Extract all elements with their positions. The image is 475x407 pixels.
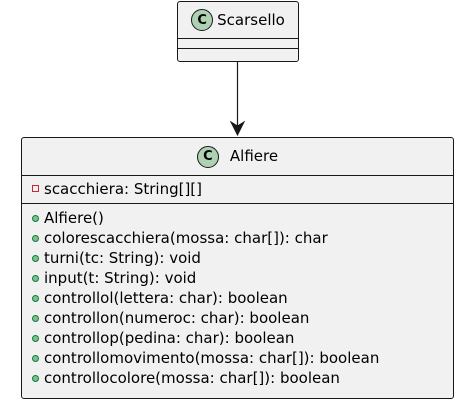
public-visibility-icon [32, 295, 39, 302]
method-input: input(t: String): void [22, 268, 453, 288]
class-badge-icon: C [196, 145, 219, 168]
method-text: controllon(numeroc: char): boolean [44, 309, 310, 327]
class-badge-icon: C [191, 9, 214, 31]
private-visibility-icon [32, 185, 39, 192]
method-text: controllocolore(mossa: char[]): boolean [44, 369, 340, 387]
method-controllol: controllol(lettera: char): boolean [22, 288, 453, 308]
method-controllop: controllop(pedina: char): boolean [22, 328, 453, 348]
field-text: scacchiera: String[][] [44, 180, 203, 198]
public-visibility-icon [32, 215, 39, 222]
method-alfiere: Alfiere() [22, 208, 453, 228]
method-text: colorescacchiera(mossa: char[]): char [44, 229, 328, 247]
class-alfiere-fields: scacchiera: String[][] [22, 176, 453, 204]
class-alfiere-methods: Alfiere() colorescacchiera(mossa: char[]… [22, 204, 453, 388]
arrow-head [229, 120, 246, 137]
method-controllomovimento: controllomovimento(mossa: char[]): boole… [22, 348, 453, 368]
public-visibility-icon [32, 275, 39, 282]
method-text: Alfiere() [44, 209, 104, 227]
method-controllocolore: controllocolore(mossa: char[]): boolean [22, 368, 453, 388]
class-name: Scarsello [217, 10, 285, 29]
method-text: controllol(lettera: char): boolean [44, 289, 288, 307]
class-name: Alfiere [229, 147, 279, 165]
class-alfiere[interactable]: C Alfiere scacchiera: String[][] Alfiere… [21, 137, 454, 399]
method-text: turni(tc: String): void [44, 249, 201, 267]
public-visibility-icon [32, 355, 39, 362]
method-text: controllomovimento(mossa: char[]): boole… [44, 349, 380, 367]
class-scarsello[interactable]: C Scarsello [177, 1, 299, 62]
field-scacchiera: scacchiera: String[][] [22, 179, 453, 199]
public-visibility-icon [32, 335, 39, 342]
method-colorescacchiera: colorescacchiera(mossa: char[]): char [22, 228, 453, 248]
public-visibility-icon [32, 235, 39, 242]
method-text: controllop(pedina: char): boolean [44, 329, 295, 347]
public-visibility-icon [32, 255, 39, 262]
method-controllon: controllon(numeroc: char): boolean [22, 308, 453, 328]
public-visibility-icon [32, 315, 39, 322]
class-scarsello-fields [178, 39, 298, 49]
class-scarsello-header: C Scarsello [178, 2, 298, 39]
method-text: input(t: String): void [44, 269, 197, 287]
public-visibility-icon [32, 375, 39, 382]
class-alfiere-header: C Alfiere [22, 138, 453, 176]
method-turni: turni(tc: String): void [22, 248, 453, 268]
